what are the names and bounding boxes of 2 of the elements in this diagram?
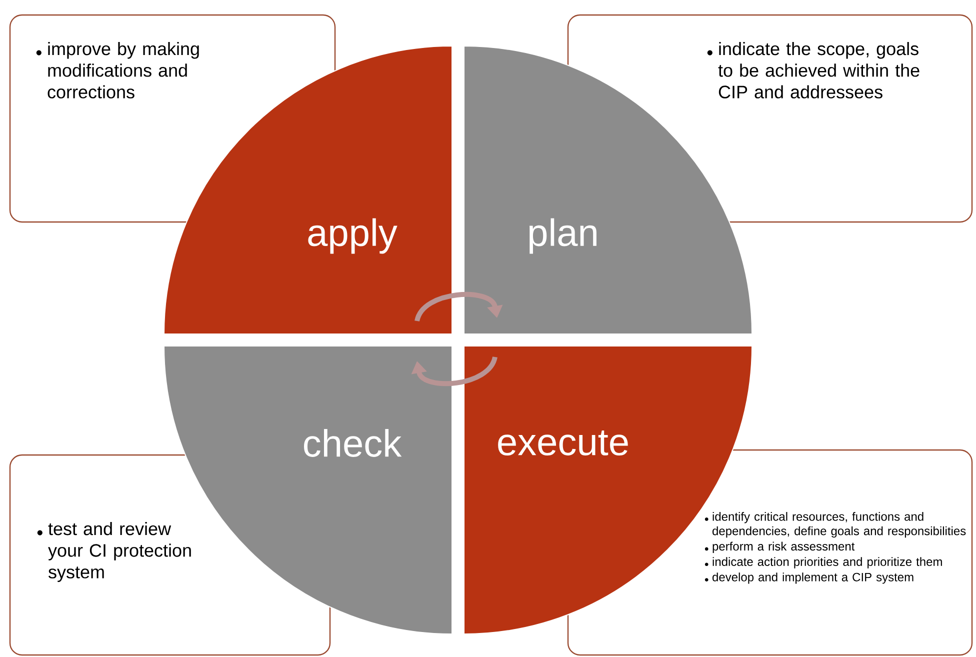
cycle-arrow	[414, 292, 503, 322]
cycle-arrow	[411, 356, 498, 386]
